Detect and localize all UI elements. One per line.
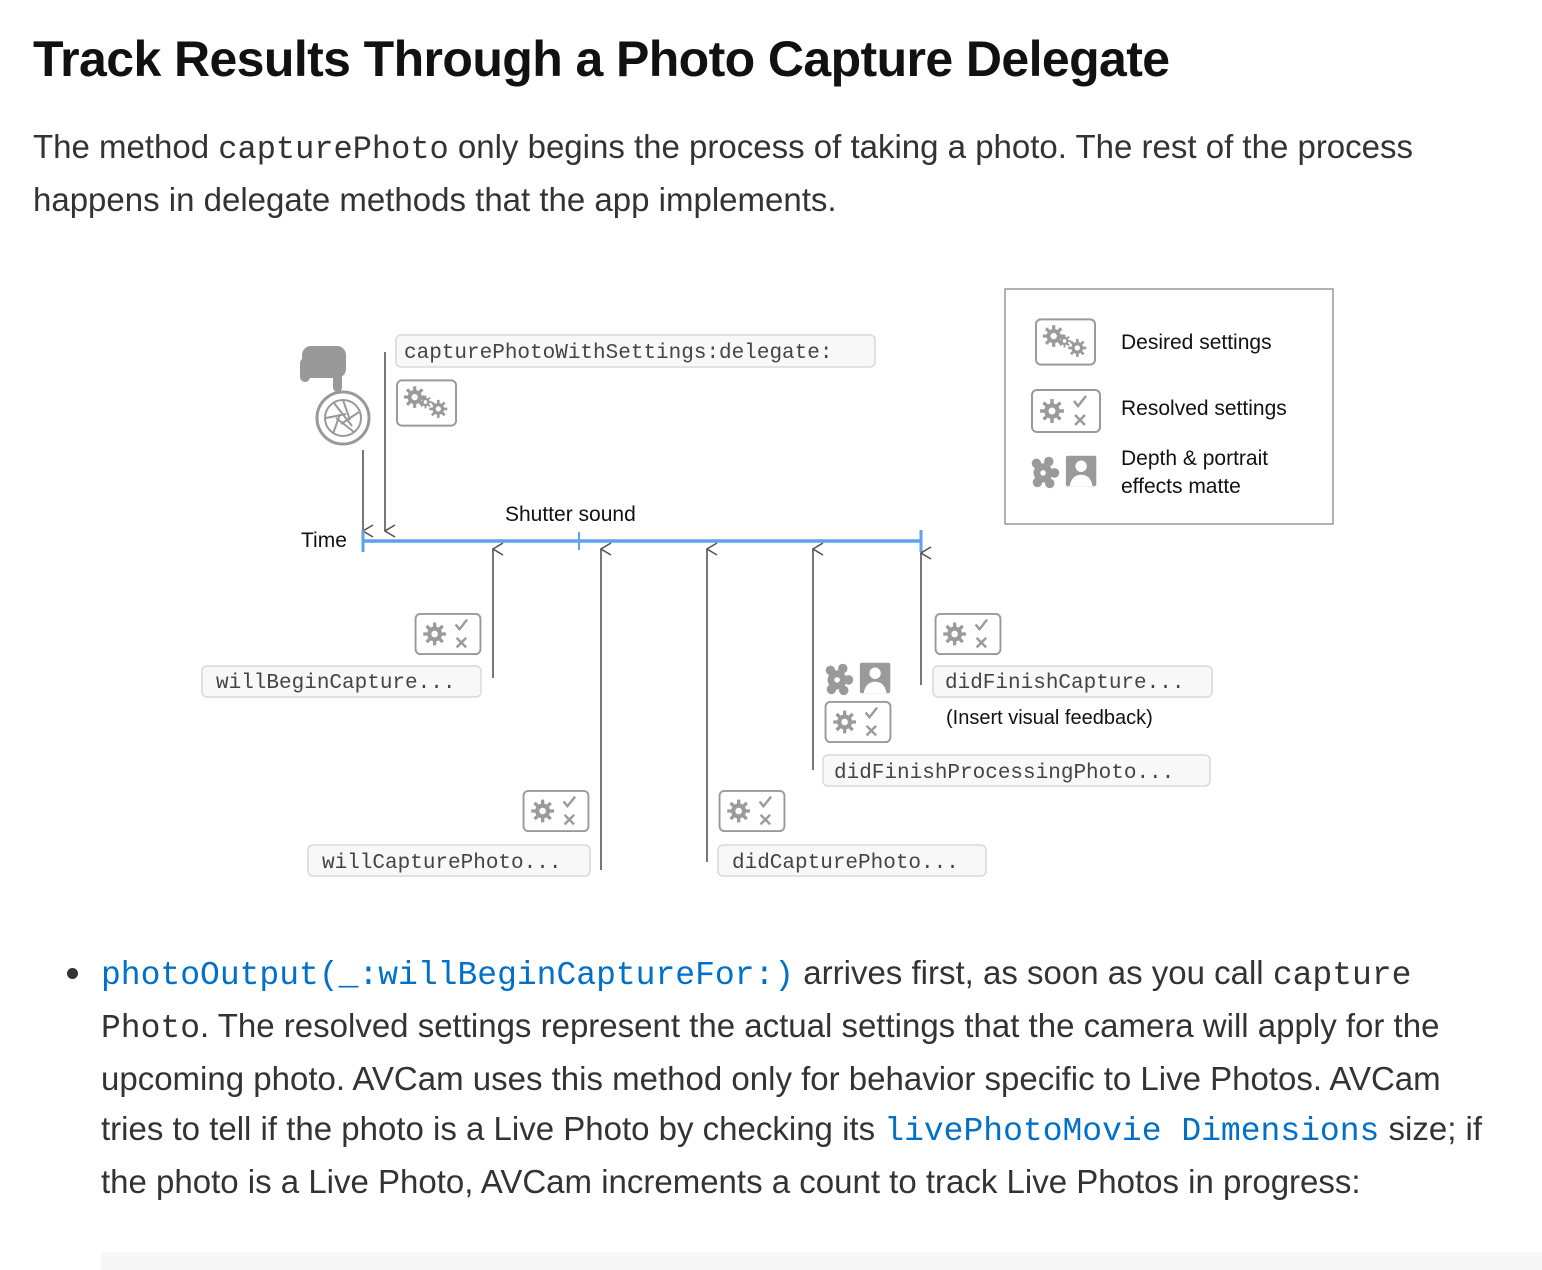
time-label: Time xyxy=(301,529,347,552)
call-label-capturePhotoWithSettings: capturePhotoWithSettings:delegate: xyxy=(395,334,876,368)
bullet-text-2: . The resolved settings represent the ac… xyxy=(101,1007,1441,1147)
bullet-list: photoOutput(_:willBeginCaptureFor:) arri… xyxy=(0,948,1542,1207)
legend-depth-line1: Depth & portrait xyxy=(1121,447,1268,470)
resolved-settings-icon xyxy=(826,702,891,742)
svg-text:willBeginCapture...: willBeginCapture... xyxy=(216,672,455,695)
intro-paragraph: The method capturePhoto only begins the … xyxy=(33,122,1523,225)
link-photoOutput-willBeginCaptureFor[interactable]: photoOutput(_:willBeginCaptureFor:) xyxy=(101,957,795,994)
svg-text:capturePhotoWithSettings:deleg: capturePhotoWithSettings:delegate: xyxy=(404,342,832,365)
bullet-code-capturePhoto: capture Photo xyxy=(101,957,1412,1047)
hand-shutter-icon xyxy=(300,346,371,446)
shutter-sound-label: Shutter sound xyxy=(505,503,636,526)
intro-text-after: only begins the process of taking a phot… xyxy=(33,128,1414,218)
bullet-dot xyxy=(67,968,78,979)
legend-depth-line2: effects matte xyxy=(1121,475,1241,498)
event-label-willBeginCapture: willBeginCapture... xyxy=(201,665,482,698)
intro-code-capturePhoto: capturePhoto xyxy=(218,131,449,168)
legend-desired-settings-icon xyxy=(1036,319,1095,364)
svg-text:didFinishCapture...: didFinishCapture... xyxy=(945,672,1184,695)
insert-visual-feedback-note: (Insert visual feedback) xyxy=(946,707,1153,729)
svg-text:didCapturePhoto...: didCapturePhoto... xyxy=(732,852,959,875)
event-label-didFinishProcessingPhoto: didFinishProcessingPhoto... xyxy=(822,754,1211,787)
diagram-legend: Desired settings Resolved settings Depth… xyxy=(1004,288,1334,525)
bullet-text-3: size; if the photo is a Live Photo, AVCa… xyxy=(101,1110,1483,1200)
resolved-settings-icon xyxy=(524,791,589,831)
legend-desired-settings: Desired settings xyxy=(1121,331,1272,354)
intro-text-before: The method xyxy=(33,128,219,165)
legend-resolved-settings: Resolved settings xyxy=(1121,397,1287,420)
bullet-text-1: arrives first, as soon as you call xyxy=(794,954,1273,991)
legend-resolved-settings-icon xyxy=(1032,390,1100,432)
list-item: photoOutput(_:willBeginCaptureFor:) arri… xyxy=(67,948,1496,1207)
link-livePhotoMovieDimensions[interactable]: livePhotoMovie Dimensions xyxy=(884,1113,1380,1150)
depth-matte-icon xyxy=(826,663,891,695)
event-label-didFinishCapture: didFinishCapture... xyxy=(932,665,1213,698)
svg-text:didFinishProcessingPhoto...: didFinishProcessingPhoto... xyxy=(834,762,1174,785)
desired-settings-icon xyxy=(397,380,456,425)
page-title: Track Results Through a Photo Capture De… xyxy=(33,31,1170,87)
capture-timeline-diagram: capturePhotoWithSettings:delegate: Time … xyxy=(201,288,1334,877)
event-label-willCapturePhoto: willCapturePhoto... xyxy=(307,844,591,877)
resolved-settings-icon xyxy=(720,791,785,831)
svg-text:willCapturePhoto...: willCapturePhoto... xyxy=(322,852,561,875)
code-block-top-edge xyxy=(101,1252,1542,1270)
event-label-didCapturePhoto: didCapturePhoto... xyxy=(717,844,987,877)
resolved-settings-icon xyxy=(936,614,1001,654)
resolved-settings-icon xyxy=(416,614,481,654)
